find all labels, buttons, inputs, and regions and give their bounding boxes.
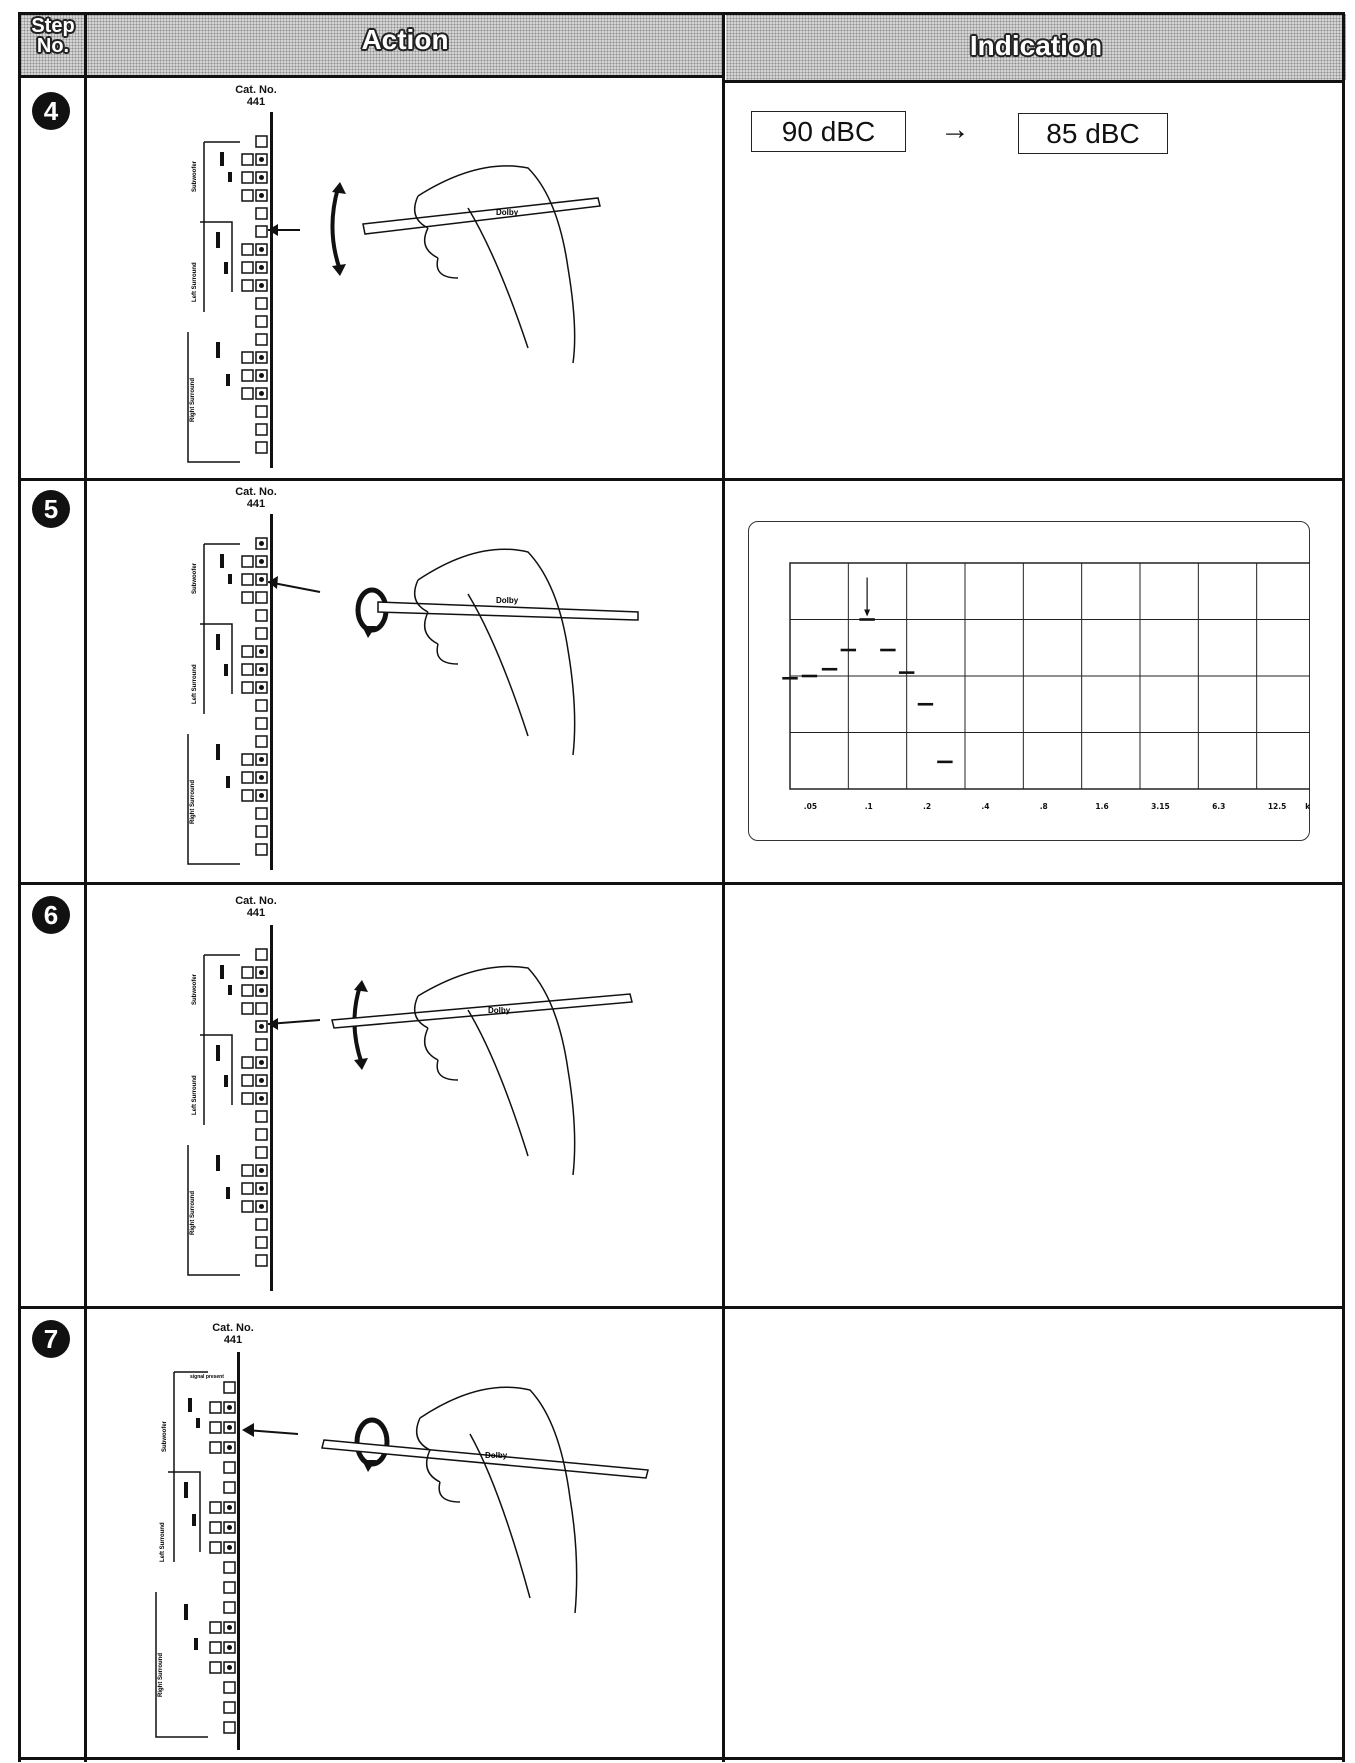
hand-adjusting-control-illustration: Dolby xyxy=(268,148,648,368)
row-divider-header-right xyxy=(722,80,1345,83)
control-panel-illustration: signal present Subwoofer Left Surround R… xyxy=(150,1352,250,1752)
rotate-circular-icon xyxy=(357,1420,387,1464)
row-divider-4 xyxy=(18,478,1345,481)
cat-no-value: 441 xyxy=(226,96,286,108)
chart-x-tick-label: .2 xyxy=(923,802,931,811)
chart-annotation-arrow-head xyxy=(864,610,870,617)
subwoofer-label: Subwoofer xyxy=(192,160,198,192)
dolby-pen-label: Dolby xyxy=(496,596,519,605)
cat-no-label: Cat. No. 441 xyxy=(226,486,286,510)
cat-no-label: Cat. No. 441 xyxy=(226,895,286,919)
cat-no-text: Cat. No. xyxy=(226,486,286,498)
table-border-right xyxy=(1342,12,1345,1762)
right-surround-label: Right Surround xyxy=(190,1191,196,1235)
table-border-top xyxy=(18,12,1345,15)
chart-x-tick-label: .05 xyxy=(804,802,817,811)
row-divider-6 xyxy=(18,1306,1345,1309)
cat-no-text: Cat. No. xyxy=(203,1322,263,1334)
chart-x-tick-label: .8 xyxy=(1040,802,1048,811)
dolby-pen-label: Dolby xyxy=(485,1451,508,1460)
cat-no-value: 441 xyxy=(226,498,286,510)
right-surround-label: Right Surround xyxy=(190,378,196,422)
step-number-badge: 4 xyxy=(32,92,70,130)
dolby-pen-label: Dolby xyxy=(488,1006,511,1015)
table-divider-action xyxy=(722,12,725,1762)
left-surround-label: Left Surround xyxy=(160,1522,166,1562)
chart-x-tick-label: .4 xyxy=(981,802,989,811)
level-after-box: 85 dBC xyxy=(1018,113,1168,154)
cat-no-value: 441 xyxy=(226,907,286,919)
left-surround-label: Left Surround xyxy=(192,1075,198,1115)
rotate-both-ways-icon xyxy=(332,188,340,270)
row-divider-5 xyxy=(18,882,1345,885)
cat-no-label: Cat. No. 441 xyxy=(226,84,286,108)
subwoofer-label: Subwoofer xyxy=(192,973,198,1005)
chart-x-tick-label: 6.3 xyxy=(1212,802,1225,811)
step-number-badge: 7 xyxy=(32,1320,70,1358)
right-surround-label: Right Surround xyxy=(158,1653,164,1697)
chart-x-tick-label: 1.6 xyxy=(1095,802,1108,811)
hand-adjusting-control-illustration: Dolby xyxy=(268,540,648,760)
table-divider-step xyxy=(84,12,87,1762)
left-surround-label: Left Surround xyxy=(192,664,198,704)
table-border-left xyxy=(18,12,21,1762)
level-change-arrow: → xyxy=(940,112,970,148)
cat-no-text: Cat. No. xyxy=(226,84,286,96)
subwoofer-label: Subwoofer xyxy=(192,562,198,594)
right-surround-label: Right Surround xyxy=(190,780,196,824)
table-border-bottom xyxy=(18,1757,1345,1760)
header-step-label: Step No. xyxy=(22,16,84,56)
signal-present-label: signal present xyxy=(190,1374,224,1380)
row-divider-header xyxy=(18,75,724,78)
chart-x-unit-label: kHz xyxy=(1305,802,1310,811)
cat-no-label: Cat. No. 441 xyxy=(203,1322,263,1346)
left-surround-label: Left Surround xyxy=(192,262,198,302)
step-number-badge: 6 xyxy=(32,896,70,934)
chart-x-tick-label: .1 xyxy=(865,802,873,811)
hand-adjusting-control-illustration: Dolby xyxy=(240,1378,660,1618)
cat-no-value: 441 xyxy=(203,1334,263,1346)
subwoofer-label: Subwoofer xyxy=(162,1420,168,1452)
hand-adjusting-control-illustration: Dolby xyxy=(268,960,648,1180)
header-indication-label: Indication xyxy=(726,30,1346,62)
header-action-label: Action xyxy=(87,24,723,56)
level-before-box: 90 dBC xyxy=(751,111,906,152)
chart-x-tick-label: 3.15 xyxy=(1151,802,1170,811)
step-number-badge: 5 xyxy=(32,490,70,528)
chart-x-tick-label: 12.5 xyxy=(1268,802,1287,811)
spectrum-analyzer-chart: +10+50-5-10dB.05.1.2.4.81.63.156.312.5kH… xyxy=(748,521,1310,841)
cat-no-text: Cat. No. xyxy=(226,895,286,907)
dolby-pen-label: Dolby xyxy=(496,208,519,217)
